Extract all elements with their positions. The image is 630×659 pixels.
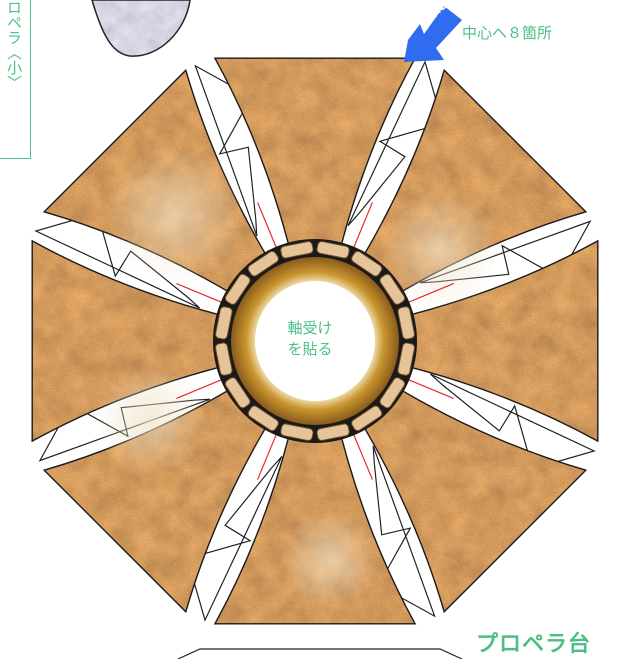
hub-segment bbox=[379, 377, 406, 409]
weathering-patch bbox=[95, 365, 205, 475]
glue-tab bbox=[430, 373, 596, 478]
hub-instruction-line-2: を貼る bbox=[287, 340, 333, 358]
hub-center-circle bbox=[255, 281, 375, 401]
hub-segment bbox=[351, 250, 383, 277]
hub-instruction: 軸受け を貼る bbox=[250, 318, 370, 360]
part-title: プロペラ台 bbox=[476, 632, 592, 657]
glue-tab bbox=[347, 60, 452, 226]
stone-part-piece bbox=[91, 0, 191, 57]
side-label-frame bbox=[0, 0, 31, 159]
hub-segment bbox=[224, 377, 251, 409]
glue-tab bbox=[178, 456, 283, 622]
weathering-patch bbox=[280, 510, 380, 610]
hub-segment bbox=[224, 273, 251, 305]
hub-segment bbox=[247, 405, 279, 432]
hub-segment bbox=[379, 273, 406, 305]
glue-tab bbox=[350, 445, 436, 618]
hub-segments bbox=[214, 240, 416, 442]
weathering-patch bbox=[105, 145, 245, 285]
hub-instruction-line-1: 軸受け bbox=[287, 319, 333, 337]
hub-segment bbox=[247, 250, 279, 277]
hub-segment bbox=[280, 241, 314, 259]
bottom-tab-outline bbox=[177, 648, 463, 659]
hub-segment bbox=[351, 405, 383, 432]
propeller-blade bbox=[348, 374, 588, 614]
side-label: ロペラ〈小〉 bbox=[5, 0, 23, 90]
hub-segment bbox=[214, 306, 233, 340]
hub-segment bbox=[316, 240, 350, 259]
weathering-patch bbox=[380, 190, 500, 310]
hub-segment bbox=[316, 423, 350, 441]
hub-segment bbox=[397, 306, 415, 340]
hub-segment bbox=[397, 342, 416, 376]
hub-segment bbox=[280, 423, 314, 442]
cut-mark-arrow-icon bbox=[404, 6, 462, 62]
hub-segment bbox=[215, 342, 233, 376]
glue-tab bbox=[194, 64, 280, 237]
cut-instruction: 中心へ８箇所 bbox=[462, 24, 553, 42]
